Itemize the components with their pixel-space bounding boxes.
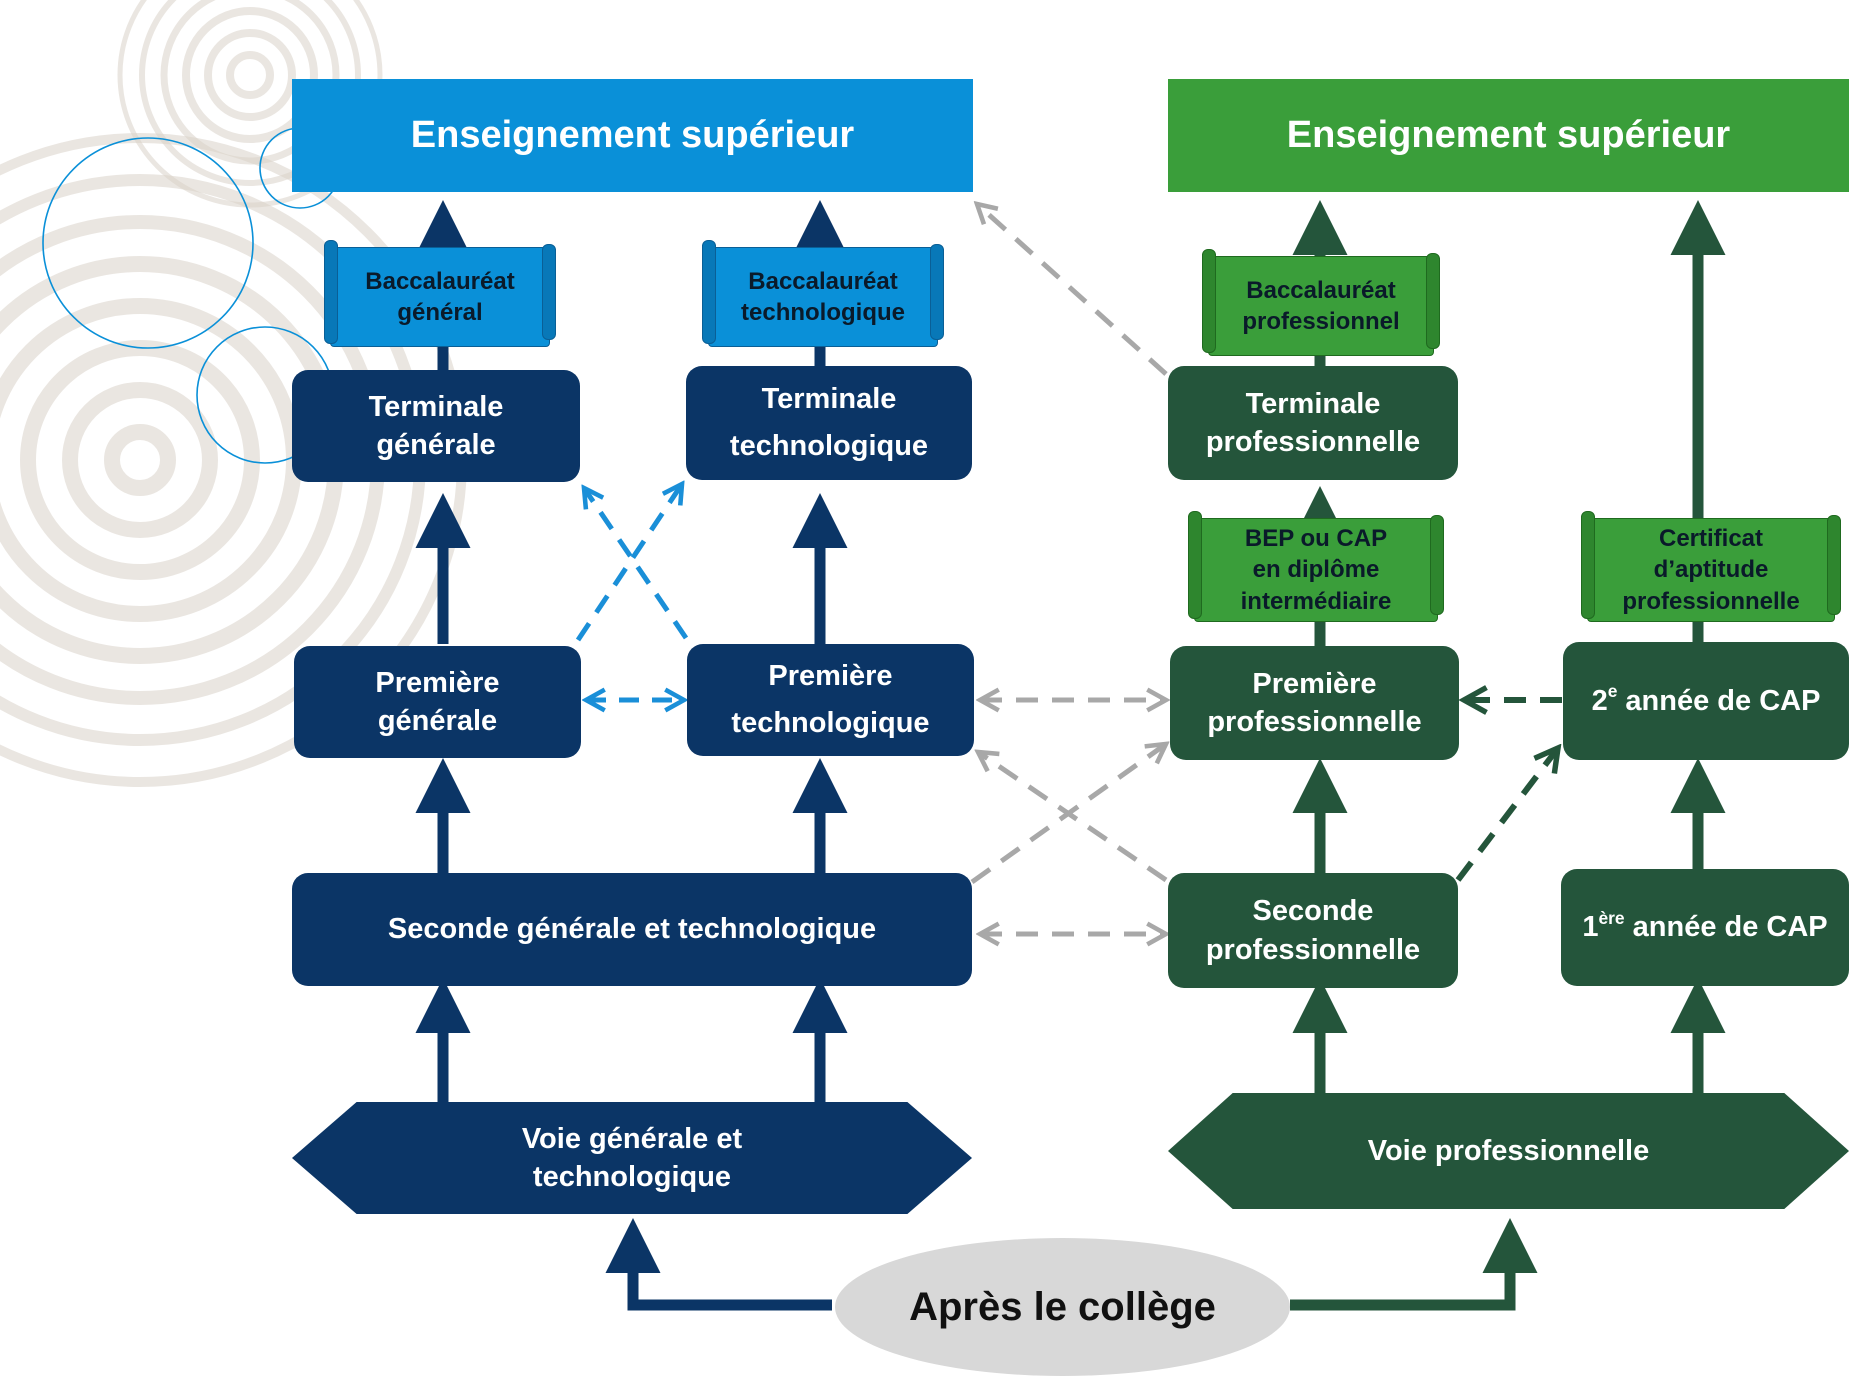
- seconde-gt-box: Seconde générale et technologique: [292, 873, 972, 986]
- box-line: professionnelle: [1205, 426, 1421, 458]
- terminale-pro-box: Terminale professionnelle: [1168, 366, 1458, 480]
- scroll-line: d’aptitude: [1653, 556, 1769, 584]
- scroll-line: BEP ou CAP: [1244, 525, 1388, 553]
- start-label: Après le collège: [909, 1284, 1216, 1329]
- cap2-ordinal: e: [1607, 681, 1618, 702]
- box-line: Voie professionnelle: [1367, 1134, 1650, 1167]
- cap1-ordinal: ère: [1598, 907, 1625, 928]
- terminale-generale-box: Terminale générale: [292, 370, 580, 482]
- cap1-box: 1ère année de CAP: [1561, 869, 1849, 986]
- scroll-line: Baccalauréat: [365, 267, 515, 295]
- cap2-box: 2e année de CAP: [1563, 642, 1849, 760]
- box-line: technologique: [532, 1161, 732, 1193]
- premiere-pro-box: Première professionnelle: [1170, 646, 1459, 760]
- bac-techno-scroll: Baccalauréat technologique: [702, 240, 944, 347]
- scroll-line: Baccalauréat: [748, 267, 898, 295]
- cap2-text: année de CAP: [1617, 684, 1821, 717]
- header-label: Enseignement supérieur: [410, 114, 855, 157]
- box-line: Voie générale et: [521, 1122, 743, 1155]
- scroll-line: professionnelle: [1622, 587, 1800, 615]
- higher-education-header-pro: Enseignement supérieur: [1168, 79, 1849, 192]
- bep-cap-scroll: BEP ou CAP en diplôme intermédiaire: [1188, 511, 1444, 622]
- scroll-line: professionnel: [1242, 308, 1400, 335]
- box-line: Seconde: [1252, 895, 1374, 928]
- scroll-line: Certificat: [1658, 525, 1764, 553]
- scroll-line: en diplôme: [1252, 556, 1380, 584]
- bac-pro-scroll: Baccalauréat professionnel: [1202, 249, 1440, 356]
- voie-gt-hexagon: Voie générale et technologique: [292, 1102, 972, 1214]
- seconde-pro-box: Seconde professionnelle: [1168, 873, 1458, 988]
- scroll-line: général: [397, 299, 483, 326]
- cap1-number: 1: [1582, 911, 1599, 944]
- box-line: Terminale: [761, 383, 897, 416]
- voie-pro-hexagon: Voie professionnelle: [1168, 1093, 1849, 1209]
- terminale-techno-box: Terminale technologique: [686, 366, 972, 480]
- box-line: générale: [376, 429, 496, 461]
- cap2-number: 2: [1591, 684, 1608, 717]
- scroll-line: Baccalauréat: [1246, 276, 1396, 304]
- box-line: professionnelle: [1205, 933, 1421, 966]
- box-line: générale: [377, 705, 498, 737]
- box-line: Première: [1252, 667, 1377, 700]
- certificat-scroll: Certificat d’aptitude professionnelle: [1581, 511, 1841, 622]
- premiere-techno-box: Première technologique: [687, 644, 974, 756]
- bac-general-scroll: Baccalauréat général: [324, 240, 556, 347]
- box-line: technologique: [731, 707, 930, 739]
- box-line: Première: [375, 666, 500, 699]
- scroll-line: technologique: [741, 299, 905, 326]
- apres-college-ellipse: Après le collège: [835, 1238, 1290, 1376]
- cap2-label: 2e année de CAP: [1591, 681, 1821, 720]
- box-line: Terminale: [368, 390, 504, 423]
- scroll-line: intermédiaire: [1240, 587, 1392, 615]
- header-label: Enseignement supérieur: [1286, 114, 1731, 157]
- cap1-text: année de CAP: [1624, 911, 1828, 944]
- higher-education-header-general: Enseignement supérieur: [292, 79, 973, 192]
- box-line: Terminale: [1245, 387, 1381, 420]
- box-line: professionnelle: [1207, 706, 1422, 738]
- box-line: Première: [768, 660, 893, 693]
- premiere-generale-box: Première générale: [294, 646, 581, 758]
- box-line: technologique: [729, 430, 929, 462]
- box-line: Seconde générale et technologique: [387, 913, 877, 946]
- cap1-label: 1ère année de CAP: [1582, 908, 1827, 946]
